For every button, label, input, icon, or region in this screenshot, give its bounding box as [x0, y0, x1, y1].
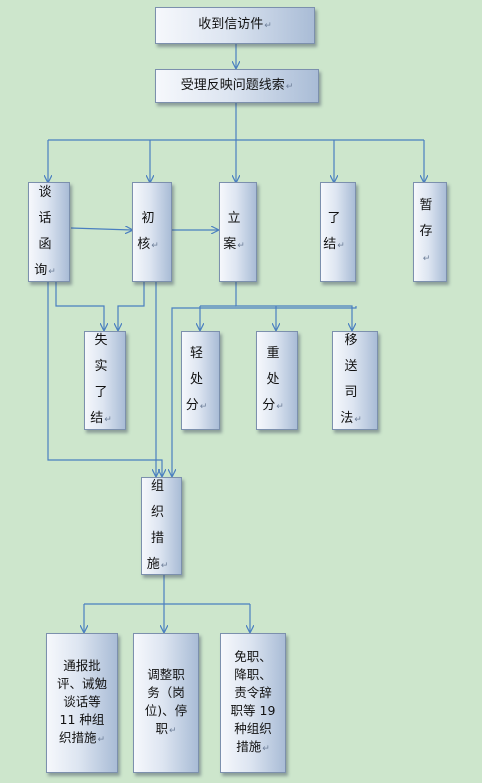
node-org-measures: 组 织 措 施 [141, 477, 182, 575]
node-dismiss-measures-label: 免职、 降职、 责令辞 职等 19 种组织 措施 [231, 648, 276, 758]
node-adjust-position: 调整职 务（岗 位)、停 职 [133, 633, 199, 773]
node-talk-inquiry: 谈 话 函 询 [28, 182, 70, 282]
node-close: 了 结 [320, 182, 356, 282]
node-receive-letter-label: 收到信访件 [198, 14, 272, 37]
node-talk-inquiry-label: 谈 话 函 询 [34, 180, 56, 285]
node-accept-clues-label: 受理反映问题线索 [181, 75, 294, 98]
node-dismiss-measures: 免职、 降职、 责令辞 职等 19 种组织 措施 [220, 633, 286, 773]
node-file-case-label: 立 案 [223, 206, 245, 259]
node-initial-check-label: 初 核 [137, 206, 159, 259]
node-initial-check: 初 核 [132, 182, 172, 282]
edge-case-to-org [172, 306, 357, 476]
edge-initial-to-untrue [118, 282, 145, 330]
node-receive-letter: 收到信访件 [155, 7, 315, 44]
node-judicial-transfer-label: 移 送 司 法 [340, 328, 362, 433]
node-untrue-close: 失 实 了 结 [84, 331, 126, 430]
node-judicial-transfer: 移 送 司 法 [332, 331, 378, 430]
node-hold: 暂 存 [413, 182, 447, 282]
node-heavy-penalty: 重 处 分 [256, 331, 298, 430]
node-heavy-penalty-label: 重 处 分 [262, 341, 284, 420]
node-accept-clues: 受理反映问题线索 [155, 69, 319, 103]
edge-case-trunk [235, 282, 352, 330]
node-notify-criticism: 通报批 评、诫勉 谈话等 11 种组 织措施 [46, 633, 118, 773]
node-file-case: 立 案 [219, 182, 257, 282]
node-light-penalty-label: 轻 处 分 [186, 341, 208, 420]
node-close-label: 了 结 [323, 206, 345, 259]
edge-talk-to-initial [70, 228, 132, 230]
node-light-penalty: 轻 处 分 [181, 331, 220, 430]
node-hold-label: 暂 存 [416, 193, 436, 272]
node-adjust-position-label: 调整职 务（岗 位)、停 职 [145, 666, 187, 740]
node-notify-criticism-label: 通报批 评、诫勉 谈话等 11 种组 织措施 [57, 657, 107, 749]
node-untrue-close-label: 失 实 了 结 [90, 328, 112, 433]
edge-talk-to-untrue [55, 282, 104, 330]
edge-talk-to-org [47, 282, 162, 476]
node-org-measures-label: 组 织 措 施 [147, 474, 169, 579]
